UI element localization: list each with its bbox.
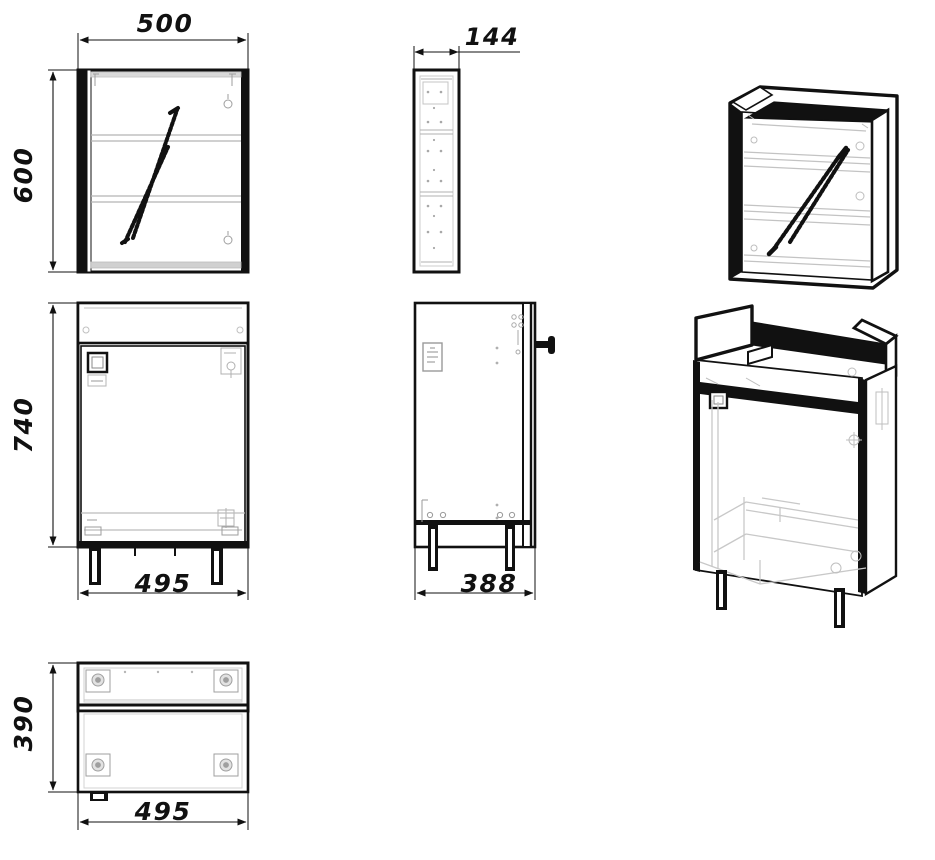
view-wall-cabinet-iso: [728, 85, 899, 290]
iso-interior: [699, 400, 867, 585]
extension-lines: [48, 302, 249, 600]
label-marker: [86, 351, 109, 387]
view-base-cabinet-iso: [693, 304, 899, 628]
extension-lines: [48, 33, 249, 273]
cabinet-legs: [716, 570, 845, 628]
dim-text-base-width: 495: [134, 569, 192, 598]
hinge-hardware: [217, 347, 242, 528]
dim-text-wall-width: 500: [137, 9, 194, 38]
dim-text-rear-width: 495: [134, 797, 192, 826]
label-marker: [422, 342, 443, 372]
extension-lines: [48, 662, 249, 830]
door-handle: [536, 336, 555, 354]
dim-text-rear-height: 390: [9, 695, 38, 752]
mount-fittings-bottom: [85, 753, 239, 777]
view-base-cabinet-front: [48, 301, 250, 600]
dim-text-base-height: 740: [9, 397, 38, 454]
shelf-lines: [91, 134, 241, 203]
view-base-cabinet-rear: [48, 661, 250, 830]
dim-text-base-depth: 388: [461, 569, 518, 598]
cabinet-legs: [89, 545, 223, 585]
extension-lines: [413, 46, 460, 70]
mount-fittings-top: [85, 669, 239, 693]
shelf-pin-holes: [426, 90, 443, 250]
view-base-cabinet-side: [413, 301, 555, 600]
strut-symbol: [120, 106, 180, 245]
iso-shelf-lines: [743, 123, 871, 268]
view-wall-cabinet-front: [48, 33, 250, 274]
dim-text-wall-depth: 144: [465, 23, 520, 51]
extension-lines: [414, 547, 536, 600]
cabinet-legs: [428, 525, 515, 571]
view-wall-cabinet-side: [412, 46, 520, 274]
dim-text-wall-height: 600: [9, 147, 38, 204]
